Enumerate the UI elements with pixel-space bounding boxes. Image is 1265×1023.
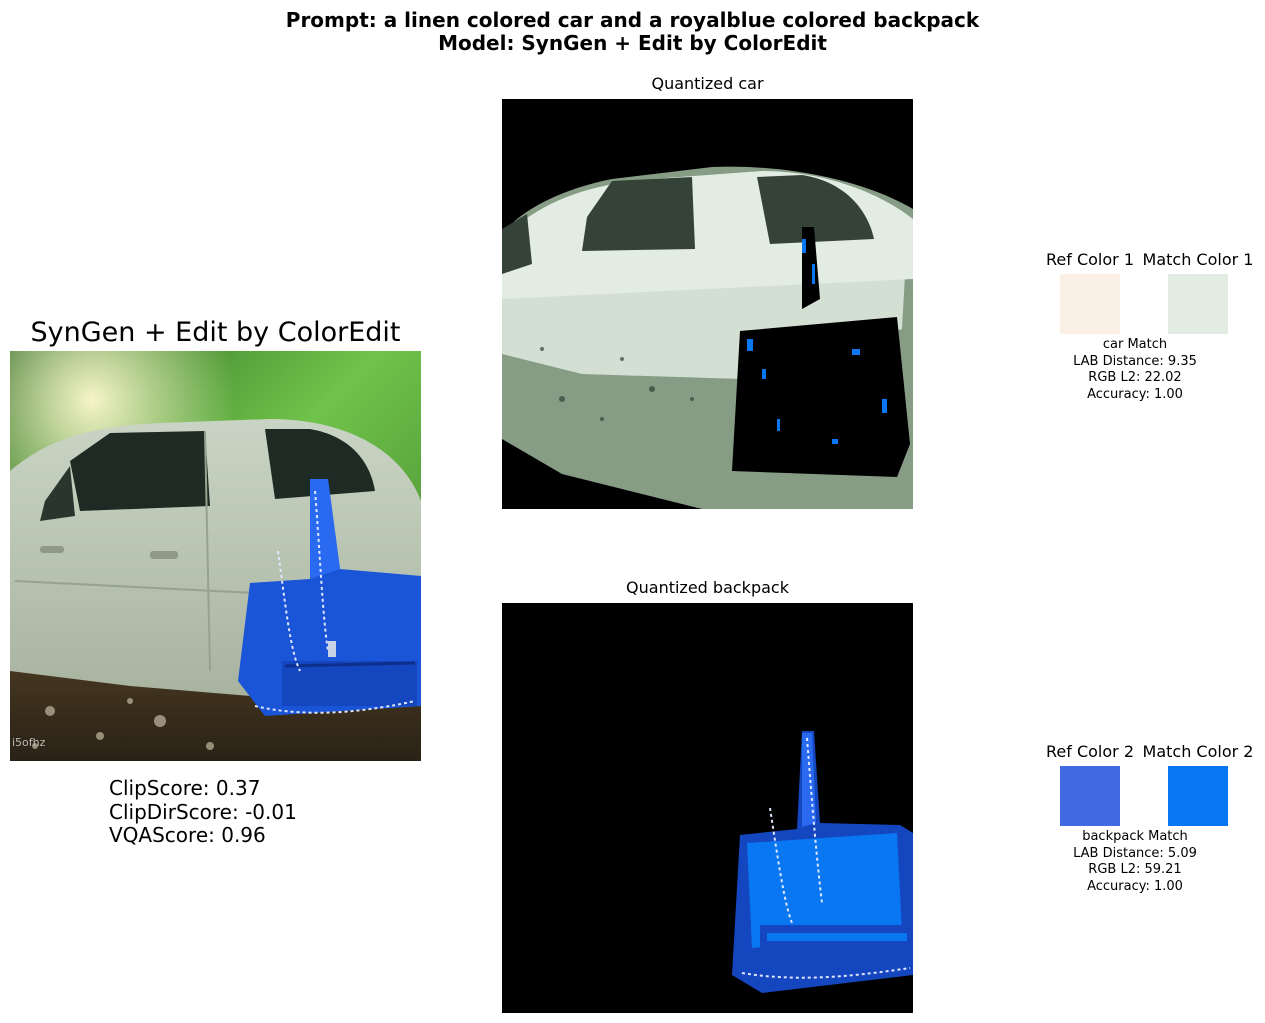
match-2-object: backpack Match <box>1082 829 1188 844</box>
match-color-1-swatch <box>1168 274 1228 334</box>
figure-title-prompt: Prompt: a linen colored car and a royalb… <box>285 8 980 32</box>
match-2-rgb: RGB L2: 59.21 <box>1088 862 1182 877</box>
clip-dir-score: ClipDirScore: -0.01 <box>109 799 297 824</box>
match-color-2-swatch <box>1168 766 1228 826</box>
quantized-car-title: Quantized car <box>651 74 764 93</box>
image-watermark: i5ofhz <box>12 736 46 749</box>
match-1-stats: car Match LAB Distance: 9.35 RGB L2: 22.… <box>1035 337 1235 403</box>
figure-title-model: Model: SynGen + Edit by ColorEdit <box>438 31 827 55</box>
score-block: ClipScore: 0.37 ClipDirScore: -0.01 VQAS… <box>109 776 297 848</box>
quantized-backpack-image <box>502 603 913 1013</box>
quantized-car-image <box>502 99 913 509</box>
quantized-backpack-title: Quantized backpack <box>626 578 789 597</box>
main-panel-title: SynGen + Edit by ColorEdit <box>30 317 401 348</box>
match-1-rgb: RGB L2: 22.02 <box>1088 370 1182 385</box>
match-1-object: car Match <box>1102 337 1168 352</box>
generated-image: i5ofhz <box>10 351 421 761</box>
match-color-2-label: Match Color 2 <box>1142 742 1254 761</box>
match-color-1-label: Match Color 1 <box>1142 250 1254 269</box>
clip-score: ClipScore: 0.37 <box>109 776 261 800</box>
vqa-score: VQAScore: 0.96 <box>109 823 266 847</box>
ref-color-2-swatch <box>1060 766 1120 826</box>
match-2-lab: LAB Distance: 5.09 <box>1073 845 1197 861</box>
ref-color-1-label: Ref Color 1 <box>1046 250 1134 269</box>
match-1-lab: LAB Distance: 9.35 <box>1073 353 1197 369</box>
ref-color-1-swatch <box>1060 274 1120 334</box>
match-2-accuracy: Accuracy: 1.00 <box>1087 878 1183 894</box>
match-1-accuracy: Accuracy: 1.00 <box>1087 386 1183 402</box>
ref-color-2-label: Ref Color 2 <box>1046 742 1134 761</box>
match-2-stats: backpack Match LAB Distance: 5.09 RGB L2… <box>1035 829 1235 895</box>
